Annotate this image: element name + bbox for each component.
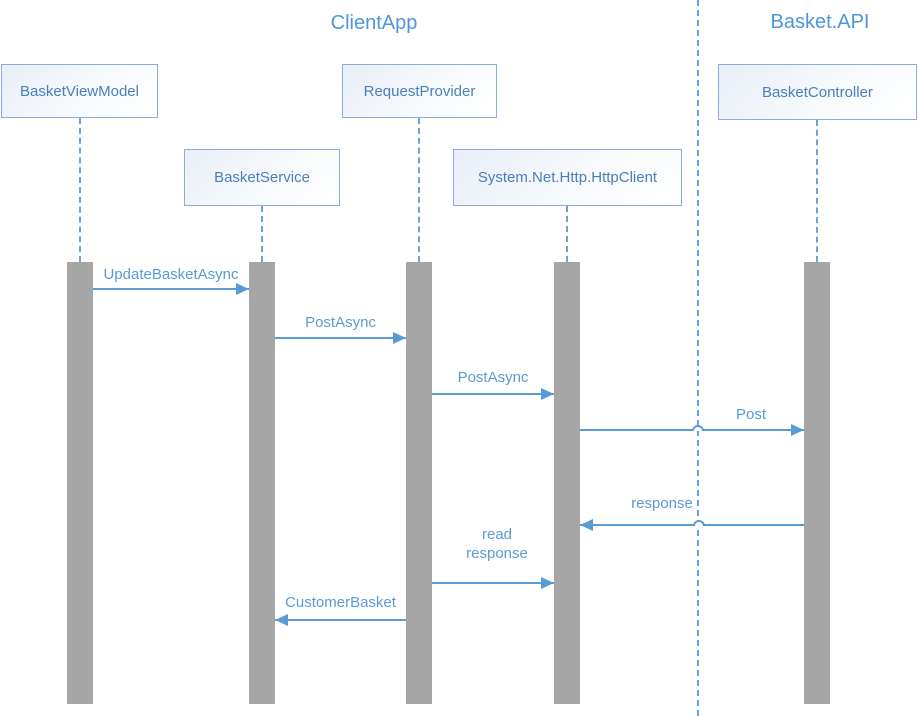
arrowhead [580, 519, 593, 531]
message-label-updatebasketasync: UpdateBasketAsync [103, 266, 239, 283]
message-label-postasync-2: PostAsync [457, 369, 529, 386]
group-heading-basket-api: Basket.API [770, 11, 870, 33]
message-line-updatebasketasync [93, 288, 249, 290]
arrowhead [236, 283, 249, 295]
message-line-response [580, 524, 804, 526]
group-separator-line [697, 0, 699, 716]
arrowhead [541, 388, 554, 400]
line-hop [692, 425, 704, 431]
arrowhead [541, 577, 554, 589]
message-line-read-response [432, 582, 554, 584]
activation-bar-basketcontroller [804, 262, 830, 704]
message-label-postasync-1: PostAsync [305, 314, 376, 331]
message-line-postasync-1 [275, 337, 406, 339]
activation-bar-httpclient [554, 262, 580, 704]
participant-box-basketviewmodel: BasketViewModel [1, 64, 158, 118]
participant-label: BasketService [214, 169, 310, 186]
arrowhead [393, 332, 406, 344]
arrowhead [791, 424, 804, 436]
participant-box-basketcontroller: BasketController [718, 64, 917, 120]
participant-label: System.Net.Http.HttpClient [477, 169, 658, 186]
message-label-response: response [631, 495, 693, 512]
activation-bar-basketviewmodel [67, 262, 93, 704]
participant-box-httpclient: System.Net.Http.HttpClient [453, 149, 682, 206]
participant-box-basketservice: BasketService [184, 149, 340, 206]
message-line-customerbasket [275, 619, 406, 621]
message-line-postasync-2 [432, 393, 554, 395]
lifeline-requestprovider [418, 118, 420, 262]
arrowhead [275, 614, 288, 626]
participant-label: BasketViewModel [20, 82, 139, 100]
activation-bar-basketservice [249, 262, 275, 704]
message-label-post: Post [735, 406, 766, 423]
activation-bar-requestprovider [406, 262, 432, 704]
participant-label: BasketController [762, 83, 873, 101]
lifeline-basketservice [261, 206, 263, 262]
lifeline-basketcontroller [816, 120, 818, 262]
message-label-read-response: read response [466, 526, 528, 562]
lifeline-basketviewmodel [79, 118, 81, 262]
lifeline-httpclient [566, 206, 568, 262]
message-label-customerbasket: CustomerBasket [285, 594, 396, 611]
participant-label: RequestProvider [363, 82, 476, 100]
line-hop [693, 520, 705, 526]
participant-box-requestprovider: RequestProvider [342, 64, 497, 118]
group-heading-clientapp: ClientApp [330, 12, 418, 34]
